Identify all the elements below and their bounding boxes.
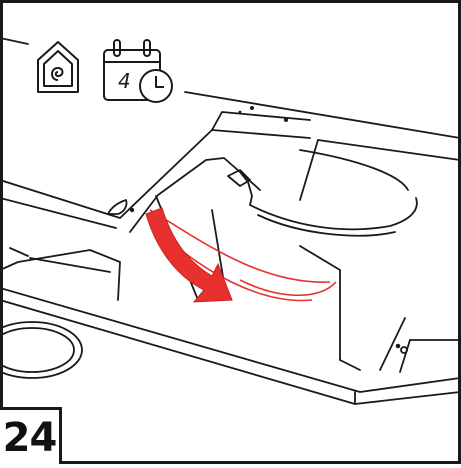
- base-plate: [0, 287, 461, 393]
- swing-path-outer: [149, 209, 331, 283]
- drawer-left: [0, 249, 121, 301]
- rotate-down-arrow: [145, 207, 233, 303]
- lid-curve: [249, 197, 418, 231]
- panel-top: [211, 111, 311, 131]
- calendar-digit: 4: [118, 69, 131, 93]
- droplet-icon: [107, 199, 128, 215]
- calendar-clock-icon: [103, 39, 173, 103]
- step-number: 24: [2, 415, 58, 461]
- lid-latch: [227, 169, 251, 187]
- step-number-box: 24: [0, 407, 62, 464]
- panel-outline: [0, 129, 311, 219]
- edge-line: [0, 37, 29, 45]
- knob-outer: [0, 321, 83, 379]
- house-spiral-icon: [37, 41, 79, 93]
- top-edge: [184, 91, 461, 139]
- right-top: [317, 139, 461, 161]
- knob-inner: [0, 327, 75, 373]
